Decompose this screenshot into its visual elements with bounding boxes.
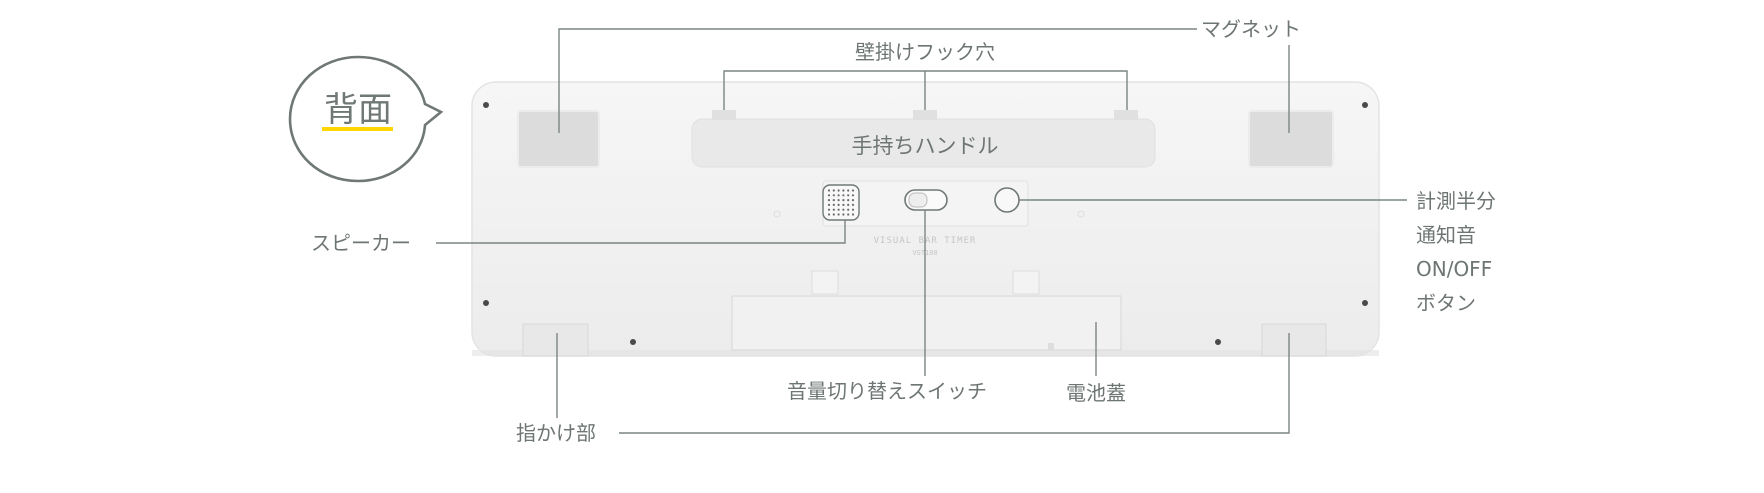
speaker-hole bbox=[842, 199, 845, 202]
speaker-hole bbox=[847, 194, 850, 197]
stand-clip-left bbox=[811, 270, 839, 295]
speaker-hole bbox=[837, 189, 840, 192]
finger-grip-right bbox=[1261, 323, 1327, 357]
speaker-hole bbox=[847, 189, 850, 192]
notification-button[interactable] bbox=[994, 187, 1020, 213]
speaker-hole bbox=[827, 208, 831, 211]
speaker-grille bbox=[822, 184, 860, 221]
speaker-hole bbox=[842, 213, 845, 216]
label-volume-switch: 音量切り替えスイッチ bbox=[787, 379, 987, 403]
speaker-hole bbox=[847, 199, 850, 202]
badge-underline bbox=[322, 127, 393, 131]
wall-hook-holes bbox=[712, 110, 1138, 120]
label-button-3: ON/OFF bbox=[1416, 257, 1492, 281]
label-handle: 手持ちハンドル bbox=[852, 134, 999, 158]
speaker-hole bbox=[832, 199, 835, 202]
label-magnet: マグネット bbox=[1201, 17, 1301, 41]
speaker-hole bbox=[832, 203, 835, 206]
battery-cover[interactable] bbox=[731, 295, 1122, 351]
label-button-1: 計測半分 bbox=[1416, 189, 1496, 213]
speaker-hole bbox=[851, 203, 855, 206]
speaker-hole bbox=[851, 189, 855, 192]
speaker-hole bbox=[851, 194, 855, 197]
speaker-hole bbox=[832, 213, 835, 216]
volume-switch[interactable] bbox=[904, 189, 948, 211]
back-badge: 背面 bbox=[288, 55, 444, 183]
screw-holes bbox=[483, 102, 1368, 345]
speaker-hole bbox=[827, 203, 831, 206]
speaker-hole bbox=[851, 199, 855, 202]
speaker-hole bbox=[827, 213, 831, 216]
speaker-hole bbox=[837, 203, 840, 206]
speaker-hole bbox=[847, 208, 850, 211]
finger-grip-left bbox=[522, 323, 589, 357]
speaker-hole bbox=[842, 194, 845, 197]
speaker-hole bbox=[832, 189, 835, 192]
speaker-hole bbox=[842, 189, 845, 192]
badge-label: 背面 bbox=[324, 90, 392, 130]
label-wall-hook: 壁掛けフック穴 bbox=[855, 40, 995, 64]
speaker-hole bbox=[837, 213, 840, 216]
label-battery-cover: 電池蓋 bbox=[1066, 381, 1126, 405]
callout-lines bbox=[436, 28, 1407, 434]
speaker-hole bbox=[851, 208, 855, 211]
speaker-hole bbox=[832, 194, 835, 197]
magnet-right bbox=[1248, 110, 1334, 168]
speaker-hole bbox=[837, 208, 840, 211]
speaker-hole bbox=[851, 213, 855, 216]
speaker-hole bbox=[832, 208, 835, 211]
speaker-hole bbox=[837, 199, 840, 202]
stand-clip-right bbox=[1012, 270, 1040, 295]
label-speaker: スピーカー bbox=[311, 231, 411, 255]
speaker-hole bbox=[827, 189, 831, 192]
speaker-hole bbox=[837, 194, 840, 197]
label-button-2: 通知音 bbox=[1416, 223, 1476, 247]
speaker-hole bbox=[827, 194, 831, 197]
speaker-hole bbox=[842, 208, 845, 211]
speaker-hole bbox=[827, 199, 831, 202]
speaker-hole bbox=[847, 203, 850, 206]
speaker-hole bbox=[847, 213, 850, 216]
speaker-hole bbox=[842, 203, 845, 206]
label-button-4: ボタン bbox=[1416, 291, 1476, 315]
label-finger-grip: 指かけ部 bbox=[516, 421, 596, 445]
